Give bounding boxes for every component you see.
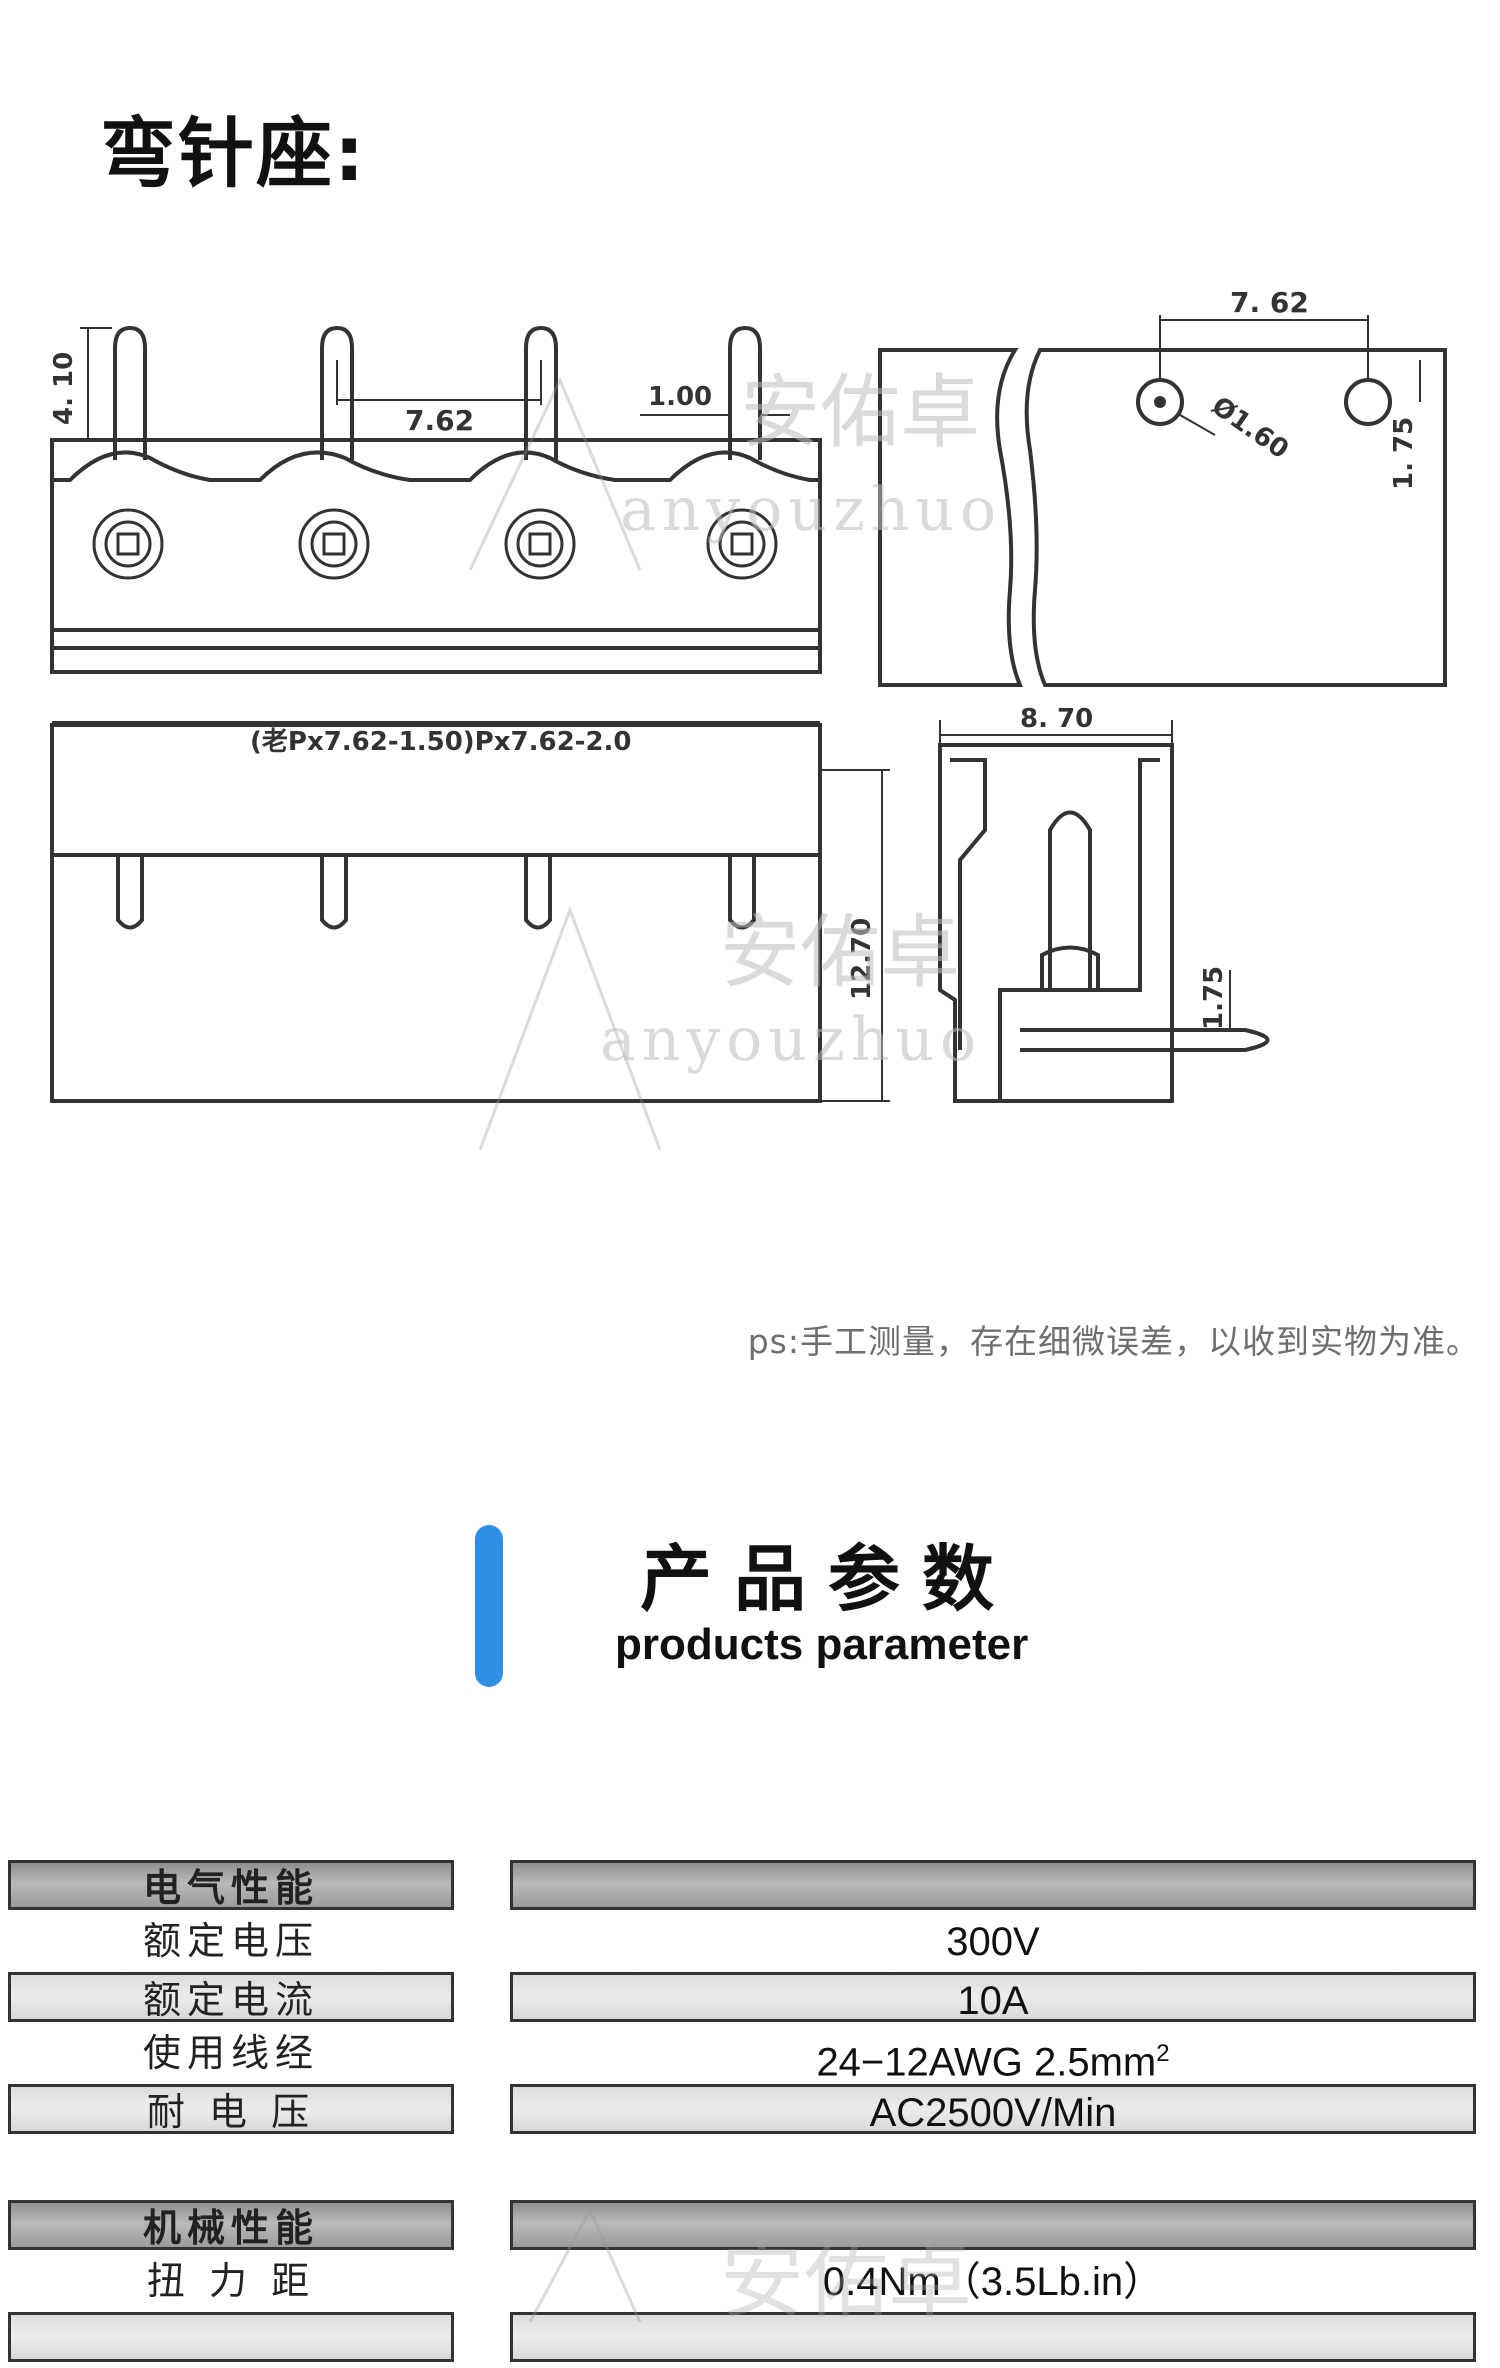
watermark-en: anyouzhuo [600, 1005, 982, 1075]
accent-bar [475, 1525, 503, 1687]
dim-side-pitch: 7. 62 [1230, 290, 1309, 319]
watermark-logo [468, 376, 662, 1150]
param-value: 24−12AWG 2.5mm2 [510, 2028, 1476, 2084]
param-value [510, 2312, 1476, 2362]
param-label [8, 2312, 454, 2362]
table-row: 使用线经 24−12AWG 2.5mm2 [0, 2028, 1500, 2084]
section-title-en: products parameter [615, 1620, 1029, 1669]
table-row: 额定电流 10A [0, 1972, 1500, 2028]
param-value: 300V [946, 1920, 1040, 1964]
dim-pin-height: 4. 10 [49, 352, 79, 425]
param-value: 0.4Nm（3.5Lb.in） [822, 2260, 1164, 2304]
section-view [938, 720, 1270, 1103]
parameter-table: 电气性能 额定电压 300V 额定电流 10A 使用线经 24−12AWG 2.… [0, 1860, 1500, 2362]
watermark-en: anyouzhuo [620, 475, 1002, 545]
header-value-bar [510, 2200, 1476, 2250]
front-view [50, 325, 822, 674]
dim-depth: 8. 70 [1020, 704, 1093, 734]
param-value: AC2500V/Min [510, 2084, 1476, 2135]
section-title-cn: 产品参数 [640, 1537, 1017, 1621]
wire-gauge-text: 24−12AWG 2.5mm [816, 2040, 1157, 2085]
table-row: 额定电压 300V [0, 1916, 1500, 1972]
table-row-partial [0, 2312, 1500, 2368]
dim-pitch-top: 7.62 [405, 404, 474, 437]
table-header-row: 机械性能 [0, 2200, 1500, 2256]
dim-height: 12.70 [847, 918, 877, 1000]
table-header-row: 电气性能 [0, 1860, 1500, 1916]
section-header: 产品参数 products parameter [0, 1520, 1500, 1690]
technical-drawing: 4. 10 7.62 1.00 7. 62 Ø1.60 1. 75 (老Px7.… [0, 290, 1500, 1150]
table-row: 扭 力 距 0.4Nm（3.5Lb.in） [0, 2256, 1500, 2312]
param-value: 10A [510, 1972, 1476, 2023]
dim-pin-offset: 1.75 [1199, 966, 1229, 1030]
dim-hole-offset: 1. 75 [1389, 417, 1419, 490]
section-label-electrical: 电气性能 [8, 1860, 454, 1910]
dim-hole-dia: Ø1.60 [1206, 391, 1294, 465]
param-label: 额定电压 [142, 1919, 319, 1963]
superscript: 2 [1156, 2040, 1170, 2067]
dim-pin-width: 1.00 [648, 382, 712, 412]
header-value-bar [510, 1860, 1476, 1910]
section-label-mechanical: 机械性能 [8, 2200, 454, 2250]
dim-length-label: (老Px7.62-1.50)Px7.62-2.0 [250, 727, 632, 757]
bottom-view [50, 721, 890, 1103]
table-row: 耐 电 压 AC2500V/Min [0, 2084, 1500, 2140]
param-label: 耐 电 压 [8, 2084, 454, 2134]
page-title: 弯针座: [100, 109, 367, 198]
measurement-note: ps:手工测量，存在细微误差，以收到实物为准。 [747, 1322, 1480, 1361]
param-label: 使用线经 [142, 2031, 319, 2075]
param-label: 扭 力 距 [146, 2259, 316, 2303]
watermark-cn: 安佑卓 [720, 906, 960, 999]
side-view [878, 315, 1447, 687]
watermark-cn: 安佑卓 [740, 366, 980, 459]
param-label: 额定电流 [8, 1972, 454, 2022]
